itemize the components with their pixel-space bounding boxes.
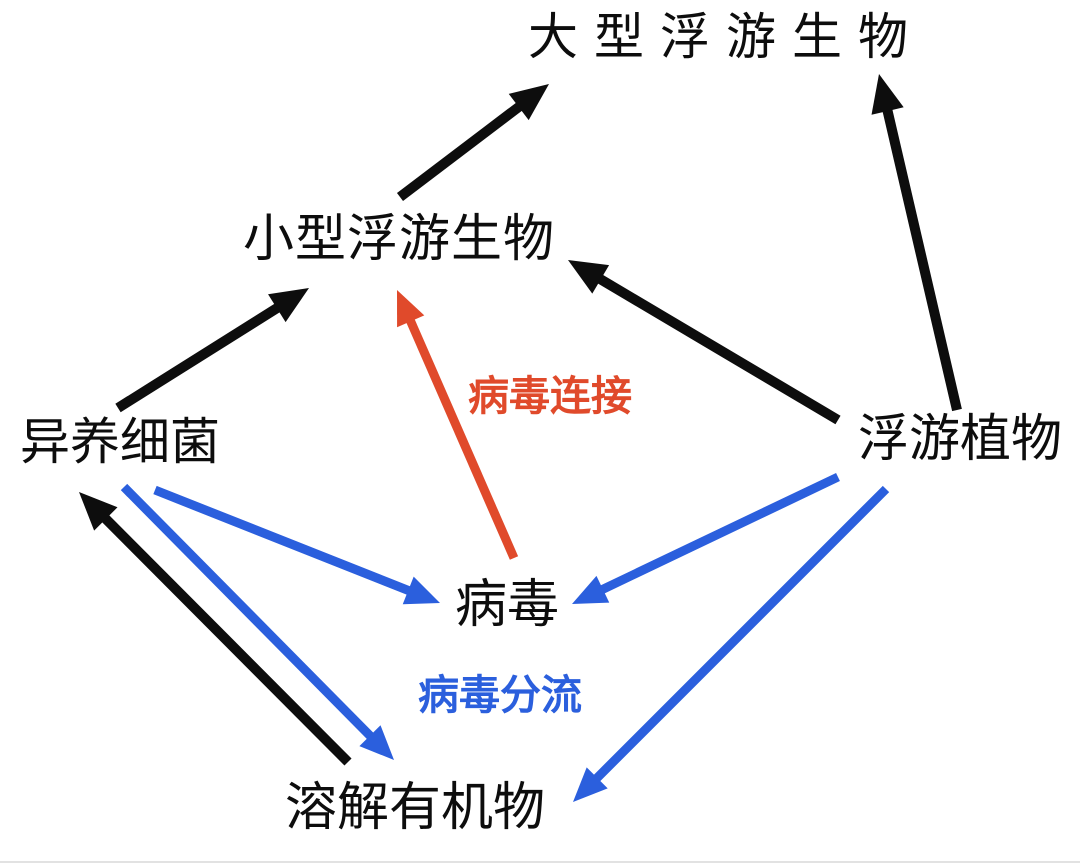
node-large-plankton: 大型浮游生物 (528, 8, 924, 66)
node-heterotrophic-bacteria: 异养细菌 (20, 413, 220, 471)
edge-small-plankton-to-large-plankton (396, 94, 533, 201)
edge-virus-to-small-plankton (401, 308, 519, 560)
edge-arrowhead-phytoplankton-to-virus (572, 575, 610, 604)
edge-bacteria-to-small-plankton (115, 296, 291, 413)
edge-label-viral-shunt: 病毒分流 (418, 671, 582, 719)
edge-arrowhead-dom-to-bacteria (79, 492, 118, 531)
edge-arrowhead-phytoplankton-to-large-plankton (871, 74, 904, 115)
edge-arrowhead-small-plankton-to-large-plankton (508, 84, 549, 121)
edge-arrowhead-bacteria-to-small-plankton (268, 288, 309, 323)
edge-arrowhead-virus-to-small-plankton (397, 290, 425, 328)
edge-arrowhead-phytoplankton-to-small-plankton (568, 260, 610, 294)
edge-phytoplankton-to-dom (585, 485, 890, 790)
node-phytoplankton: 浮游植物 (858, 410, 1063, 469)
node-virus: 病毒 (455, 575, 560, 635)
edge-phytoplankton-to-virus (590, 472, 840, 599)
edge-arrowhead-phytoplankton-to-dom (573, 767, 608, 802)
edge-arrowhead-bacteria-to-dom (359, 725, 394, 760)
edge-dom-to-bacteria (92, 505, 352, 766)
edge-bacteria-to-virus (153, 485, 421, 599)
node-small-plankton: 小型浮游生物 (243, 210, 556, 269)
edge-arrowhead-bacteria-to-virus (402, 576, 440, 605)
edge-label-viral-link: 病毒连接 (468, 372, 632, 420)
screenshot-bottom-edge (0, 861, 1080, 863)
node-dissolved-organic-matter: 溶解有机物 (285, 778, 546, 838)
edge-phytoplankton-to-large-plankton (879, 96, 962, 412)
edge-phytoplankton-to-small-plankton (586, 268, 841, 425)
edge-bacteria-to-dom (120, 483, 382, 748)
